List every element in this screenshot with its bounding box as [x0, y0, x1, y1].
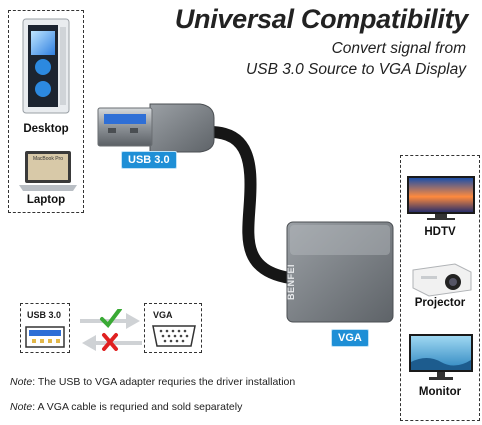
device-label-monitor: Monitor [418, 386, 462, 398]
usb-tag: USB 3.0 [121, 151, 177, 169]
note-text: : A VGA cable is requried and sold separ… [32, 401, 243, 413]
projector-icon [412, 263, 472, 297]
device-label-laptop: Laptop [26, 194, 66, 206]
usb-port-icon [25, 326, 65, 348]
port-diagram: USB 3.0 VGA [20, 303, 204, 355]
device-label-projector: Projector [414, 297, 466, 309]
note-driver: Note: The USB to VGA adapter requries th… [10, 376, 295, 388]
vga-port-label: VGA [153, 310, 173, 320]
subtitle-line-2: USB 3.0 Source to VGA Display [246, 61, 466, 78]
check-icon [100, 309, 122, 329]
usb-port-box: USB 3.0 [20, 303, 70, 353]
tv-icon [407, 176, 475, 220]
desktop-pc-icon [22, 18, 70, 114]
subtitle-line-1: Convert signal from [331, 40, 466, 57]
direction-arrows [80, 309, 142, 351]
usb-plug-body [149, 103, 215, 153]
headline: Universal Compatibility [174, 4, 468, 34]
usb-cable [204, 126, 296, 284]
note-prefix: Note [10, 376, 33, 388]
vga-port-box: VGA [144, 303, 202, 353]
monitor-icon [409, 334, 473, 380]
source-devices-box: Desktop MacBook Pro Laptop [8, 10, 84, 213]
vga-port-icon [152, 325, 196, 347]
device-label-desktop: Desktop [23, 123, 69, 135]
vga-tag: VGA [331, 329, 369, 347]
note-cable: Note: A VGA cable is requried and sold s… [10, 401, 242, 413]
note-text: : The USB to VGA adapter requries the dr… [32, 376, 296, 388]
laptop-screen-text: MacBook Pro [32, 156, 63, 162]
vga-adapter-body [286, 221, 394, 323]
laptop-icon [19, 151, 77, 191]
adapter-brand: BENFEI [286, 263, 296, 300]
device-label-hdtv: HDTV [424, 226, 456, 238]
display-devices-box: HDTV Projector Monitor [400, 155, 480, 421]
note-prefix: Note [10, 401, 33, 413]
cross-icon [102, 333, 118, 351]
usb-port-label: USB 3.0 [27, 310, 62, 320]
